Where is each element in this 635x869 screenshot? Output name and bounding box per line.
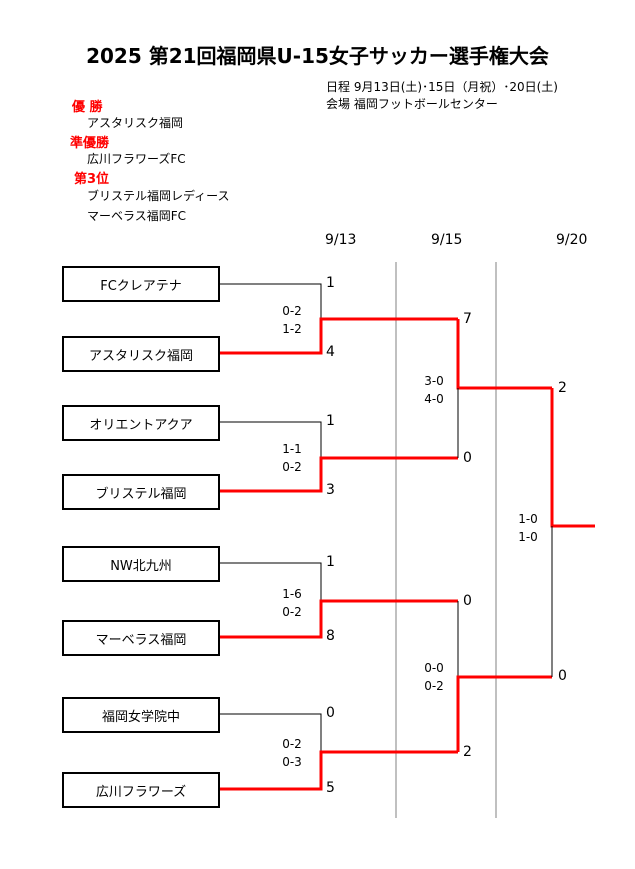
score-r1: 8 [326, 628, 335, 644]
third-place-label: 第3位 [74, 172, 110, 187]
bracket-line-hirokawa [220, 750, 458, 791]
final-line-champion [550, 388, 595, 528]
date-final: 9/20 [556, 232, 588, 248]
team-name: オリエントアクア [89, 417, 193, 433]
bracket-line-orient [220, 421, 322, 458]
team-name: マーベラス福岡 [95, 632, 187, 648]
team-box: オリエントアクア [62, 405, 220, 441]
team-box: NW北九州 [62, 546, 220, 582]
score-final: 2 [558, 380, 567, 396]
team-box: 福岡女学院中 [62, 697, 220, 733]
runner-up-team: 広川フラワーズFC [87, 152, 186, 166]
score-r1: 5 [326, 780, 335, 796]
team-box: ブリステル福岡 [62, 474, 220, 510]
venue-text: 会場 福岡フットボールセンター [326, 97, 498, 111]
half-score: 4-0 [424, 392, 444, 406]
score-final: 0 [558, 668, 567, 684]
date-round-2: 9/15 [431, 232, 463, 248]
score-r2: 0 [463, 450, 472, 466]
semi-line-hirokawa [456, 675, 552, 752]
page-title: 2025 第21回福岡県U-15女子サッカー選手権大会 [86, 44, 549, 68]
score-r1: 0 [326, 705, 335, 721]
score-r2: 0 [463, 593, 472, 609]
third-place-team-2: マーベラス福岡FC [87, 209, 187, 223]
bracket-line-fc-createna [220, 283, 322, 319]
champion-team: アスタリスク福岡 [87, 116, 184, 130]
score-r2: 7 [463, 311, 472, 327]
half-score: 3-0 [424, 374, 444, 388]
third-place-team-1: ブリステル福岡レディース [87, 189, 230, 203]
half-score: 0-2 [282, 737, 302, 751]
half-score: 1-1 [282, 442, 302, 456]
champion-label: 優 勝 [72, 100, 103, 115]
half-score: 0-2 [282, 460, 302, 474]
team-name: 広川フラワーズ [95, 784, 187, 800]
half-score: 1-0 [518, 512, 538, 526]
schedule-text: 日程 9月13日(土)･15日（月祝）･20日(土) [326, 80, 558, 94]
team-name: アスタリスク福岡 [88, 348, 193, 364]
half-score: 1-6 [282, 587, 302, 601]
half-score: 0-0 [424, 661, 444, 675]
half-score: 0-2 [424, 679, 444, 693]
date-round-1: 9/13 [325, 232, 357, 248]
bracket-line-jogakuin [220, 713, 322, 752]
score-r1: 4 [326, 344, 335, 360]
half-score: 0-2 [282, 605, 302, 619]
half-score: 1-0 [518, 530, 538, 544]
score-r1: 3 [326, 482, 335, 498]
half-score: 0-3 [282, 755, 302, 769]
team-box: マーベラス福岡 [62, 620, 220, 656]
team-name: ブリステル福岡 [95, 486, 187, 502]
half-score: 1-2 [282, 322, 302, 336]
half-score: 0-2 [282, 304, 302, 318]
score-r1: 1 [326, 554, 335, 570]
team-name: NW北九州 [110, 558, 172, 574]
bracket-line-bristel [220, 456, 458, 493]
team-box: アスタリスク福岡 [62, 336, 220, 372]
team-name: FCクレアテナ [100, 278, 182, 294]
score-r2: 2 [463, 744, 472, 760]
runner-up-label: 準優勝 [70, 136, 110, 151]
semi-line-asterisk [456, 319, 552, 390]
bracket-line-nw [220, 562, 322, 601]
score-r1: 1 [326, 275, 335, 291]
team-box: 広川フラワーズ [62, 772, 220, 808]
bracket-line-asterisk [220, 317, 458, 355]
team-name: 福岡女学院中 [101, 709, 180, 725]
score-r1: 1 [326, 413, 335, 429]
bracket-line-marvelous [220, 599, 458, 639]
team-box: FCクレアテナ [62, 266, 220, 302]
